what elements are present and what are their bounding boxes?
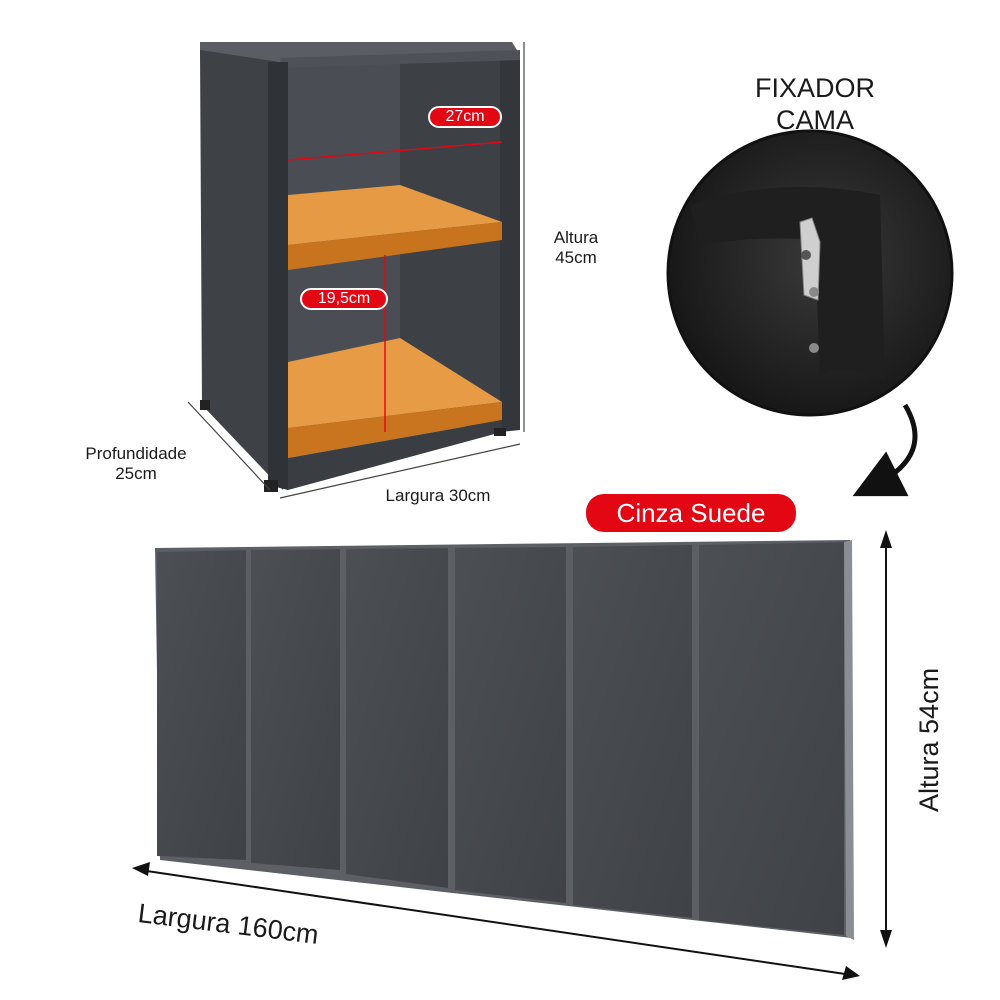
nightstand-width-label: Largura 30cm: [385, 486, 491, 505]
bed-fixer-detail: [666, 129, 954, 497]
nightstand-drawing: [187, 42, 525, 499]
inner-height-badge: 19,5cm: [300, 288, 388, 310]
nightstand-height-value: 45cm: [555, 248, 597, 267]
headboard-drawing: [132, 530, 892, 980]
fixer-title: FIXADOR CAMA: [740, 72, 890, 136]
nightstand-height-label: Altura 45cm: [536, 228, 616, 268]
fixer-title-line2: CAMA: [775, 105, 854, 135]
color-badge: Cinza Suede: [586, 494, 796, 532]
fixer-title-line1: FIXADOR: [754, 73, 875, 103]
nightstand-depth-title: Profundidade: [85, 444, 187, 463]
nightstand-depth-value: 25cm: [115, 464, 157, 483]
headboard-height-label: Altura 54cm: [914, 667, 944, 812]
pointer-arrow-icon: [852, 403, 918, 497]
nightstand-height-title: Altura: [553, 228, 599, 247]
inner-width-badge: 27cm: [428, 106, 502, 128]
nightstand-depth-label: Profundidade 25cm: [64, 444, 208, 484]
